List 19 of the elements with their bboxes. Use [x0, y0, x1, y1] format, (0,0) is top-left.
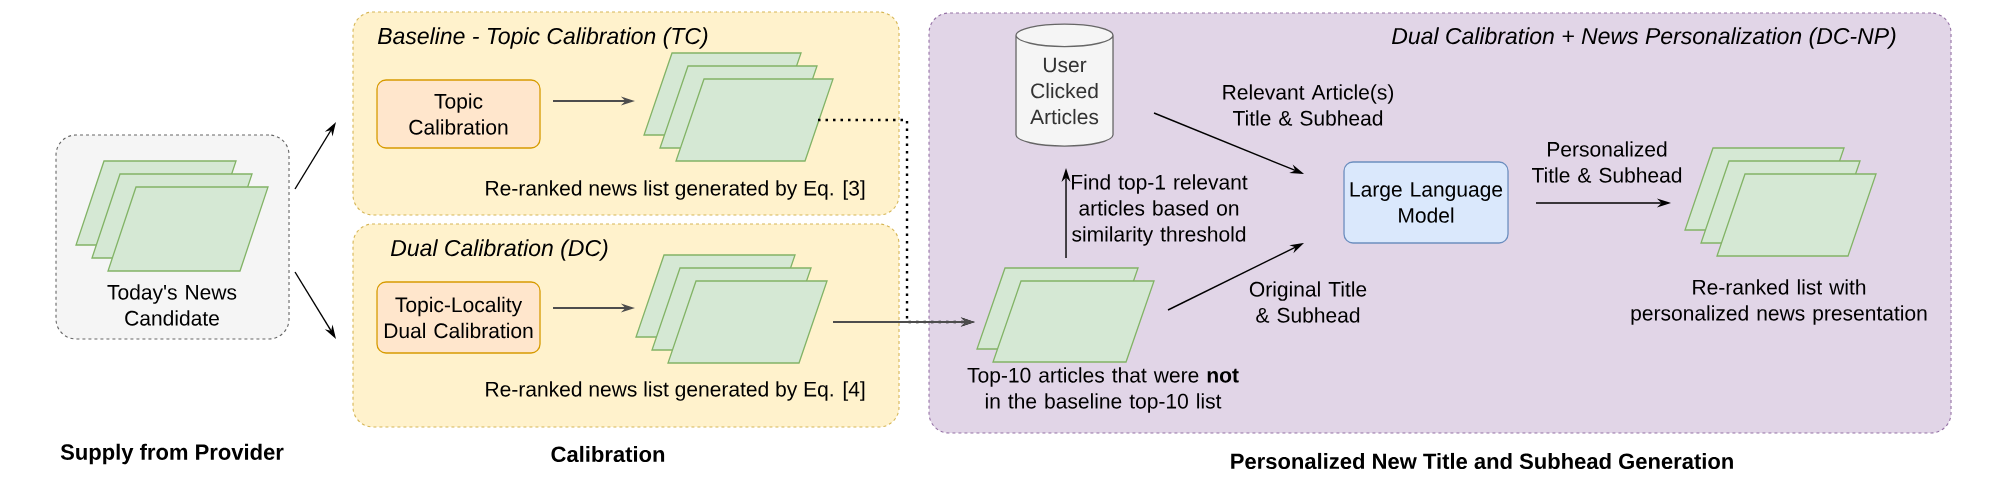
edge-label: Personalized Title & Subhead	[1532, 141, 1682, 183]
column-heading: Supply from Provider	[60, 443, 284, 465]
column-heading: Personalized New Title and Subhead Generation	[1231, 452, 1733, 470]
panel-caption: Today's News Candidate	[107, 284, 237, 326]
edge-label: Relevant Article(s) Title & Subhead	[1223, 84, 1394, 126]
panel-caption: Re-ranked news list generated by Eq. [3]	[486, 180, 865, 200]
document-stack	[75, 160, 269, 272]
process-box: Topic Calibration	[376, 79, 541, 149]
document-stack	[635, 254, 828, 364]
process-box: Topic-Locality Dual Calibration	[376, 281, 541, 354]
edge-label: Find top-1 relevant articles based on similarity threshold	[1072, 174, 1248, 246]
database-cylinder: User Clicked Articles	[1015, 23, 1114, 147]
process-box: Large Language Model	[1343, 161, 1509, 244]
panel-caption: Re-ranked news list generated by Eq. [4]	[486, 381, 865, 401]
column-heading: Calibration	[551, 445, 665, 463]
document-stack	[643, 52, 834, 162]
edge-label: Original Title & Subhead	[1249, 281, 1367, 323]
stack-caption: Top-10 articles that were not in the baseline top-10 list	[967, 367, 1239, 413]
stack-caption: Re-ranked list with personalized news presentation	[1631, 279, 1927, 325]
